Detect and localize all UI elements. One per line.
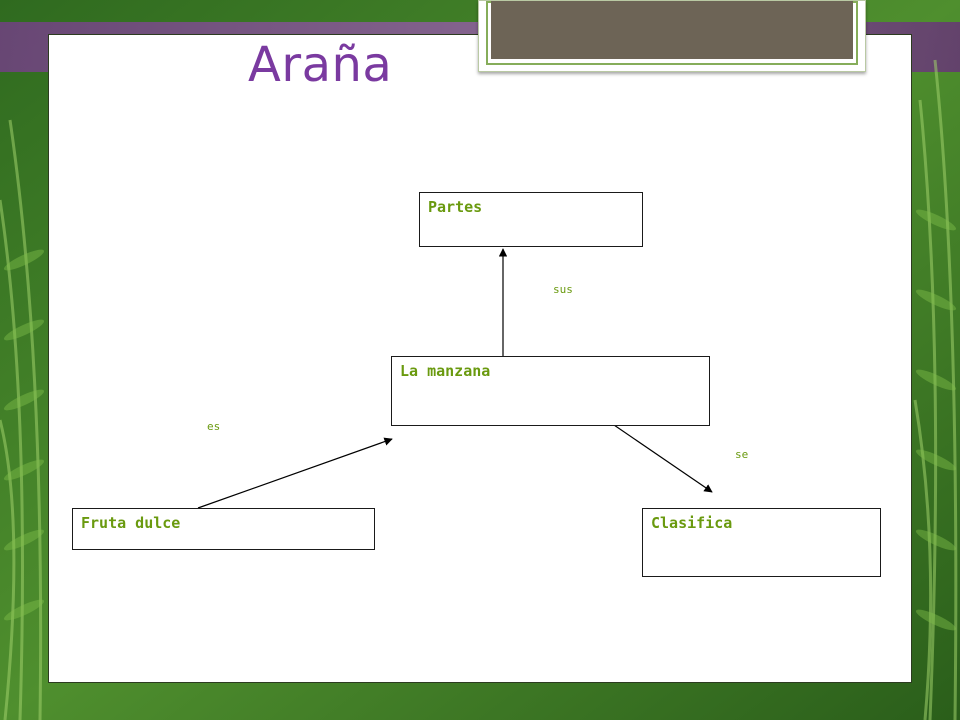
node-clasifica-label: Clasifica: [651, 514, 733, 532]
node-fruta-dulce-label: Fruta dulce: [81, 514, 181, 532]
edge-manzana-to-clasifica: [613, 424, 713, 493]
edge-label-es: es: [207, 420, 221, 433]
node-la-manzana: La manzana: [391, 356, 710, 426]
edge-label-sus: sus: [553, 283, 573, 296]
edge-fruta-to-manzana: [197, 437, 393, 509]
node-partes: Partes: [419, 192, 643, 247]
node-fruta-dulce: Fruta dulce: [72, 508, 375, 550]
node-la-manzana-label: La manzana: [400, 362, 491, 380]
edge-label-se: se: [735, 448, 749, 461]
node-clasifica: Clasifica: [642, 508, 881, 577]
header-photo: [491, 1, 853, 59]
header-photo-frame: [478, 0, 866, 72]
node-partes-label: Partes: [428, 198, 483, 216]
slide-title: Araña: [248, 37, 393, 93]
